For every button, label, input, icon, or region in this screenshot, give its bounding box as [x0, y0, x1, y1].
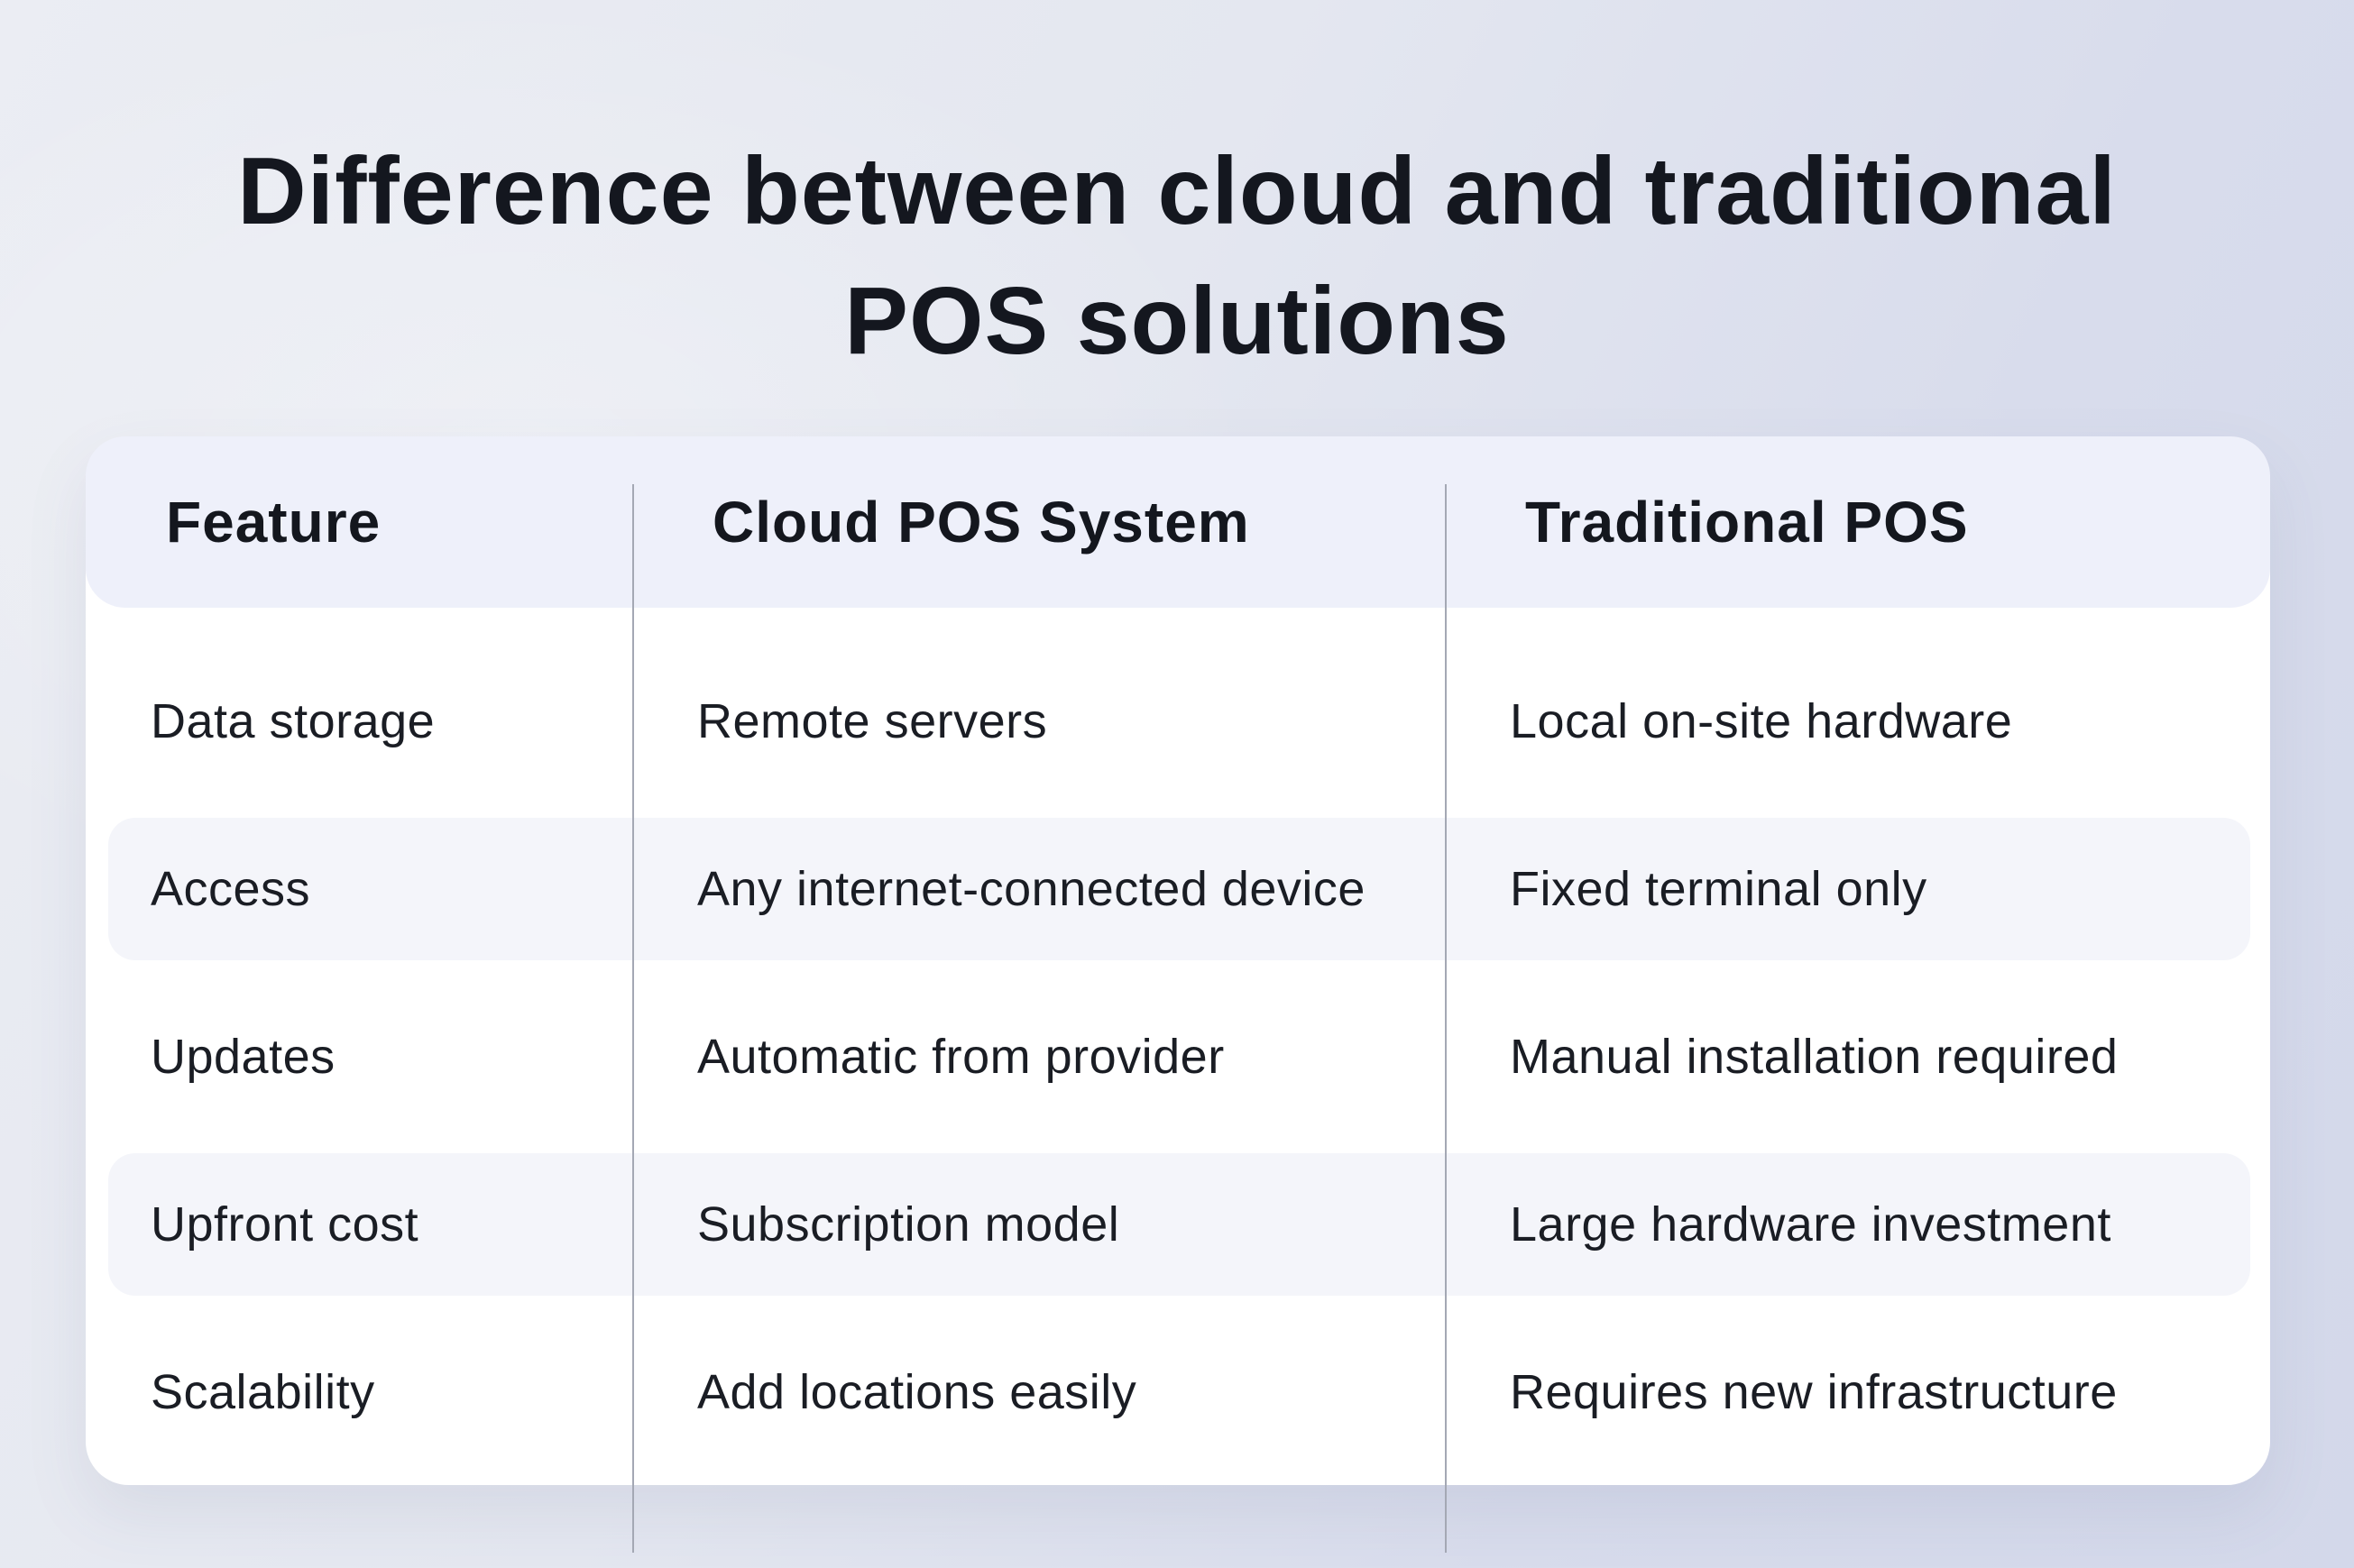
table-row-scalability: Scalability Add locations easily Require… — [86, 1308, 2270, 1476]
cell-traditional-pos: Large hardware investment — [1510, 1197, 2111, 1252]
table-row-updates: Updates Automatic from provider Manual i… — [86, 973, 2270, 1141]
table-row-upfront-cost: Upfront cost Subscription model Large ha… — [86, 1141, 2270, 1308]
column-divider-1 — [632, 484, 634, 1553]
cell-traditional-pos: Local on-site hardware — [1510, 694, 2013, 748]
table-row-data-storage: Data storage Remote servers Local on-sit… — [86, 637, 2270, 805]
cell-feature: Data storage — [151, 694, 436, 748]
header-cell-traditional-pos: Traditional POS — [1525, 490, 1969, 555]
cell-cloud-pos: Any internet-connected device — [697, 862, 1366, 916]
cell-cloud-pos: Subscription model — [697, 1197, 1120, 1252]
cell-cloud-pos: Automatic from provider — [697, 1030, 1225, 1084]
comparison-card: Feature Cloud POS System Traditional POS… — [86, 436, 2270, 1485]
title-line-2: POS solutions — [844, 268, 1510, 374]
table-header-row: Feature Cloud POS System Traditional POS — [86, 436, 2270, 608]
cell-feature: Upfront cost — [151, 1197, 419, 1252]
column-divider-2 — [1445, 484, 1447, 1553]
cell-feature: Access — [151, 862, 311, 916]
cell-traditional-pos: Requires new infrastructure — [1510, 1365, 2118, 1419]
header-cell-cloud-pos: Cloud POS System — [713, 490, 1250, 555]
cell-feature: Updates — [151, 1030, 336, 1084]
cell-cloud-pos: Remote servers — [697, 694, 1048, 748]
page-title: Difference between cloud and traditional… — [0, 126, 2354, 386]
table-body: Data storage Remote servers Local on-sit… — [86, 637, 2270, 1476]
title-line-1: Difference between cloud and traditional — [237, 138, 2117, 244]
table-row-access: Access Any internet-connected device Fix… — [86, 805, 2270, 973]
header-cell-feature: Feature — [166, 490, 382, 555]
cell-traditional-pos: Manual installation required — [1510, 1030, 2119, 1084]
cell-feature: Scalability — [151, 1365, 375, 1419]
cell-traditional-pos: Fixed terminal only — [1510, 862, 1927, 916]
cell-cloud-pos: Add locations easily — [697, 1365, 1137, 1419]
